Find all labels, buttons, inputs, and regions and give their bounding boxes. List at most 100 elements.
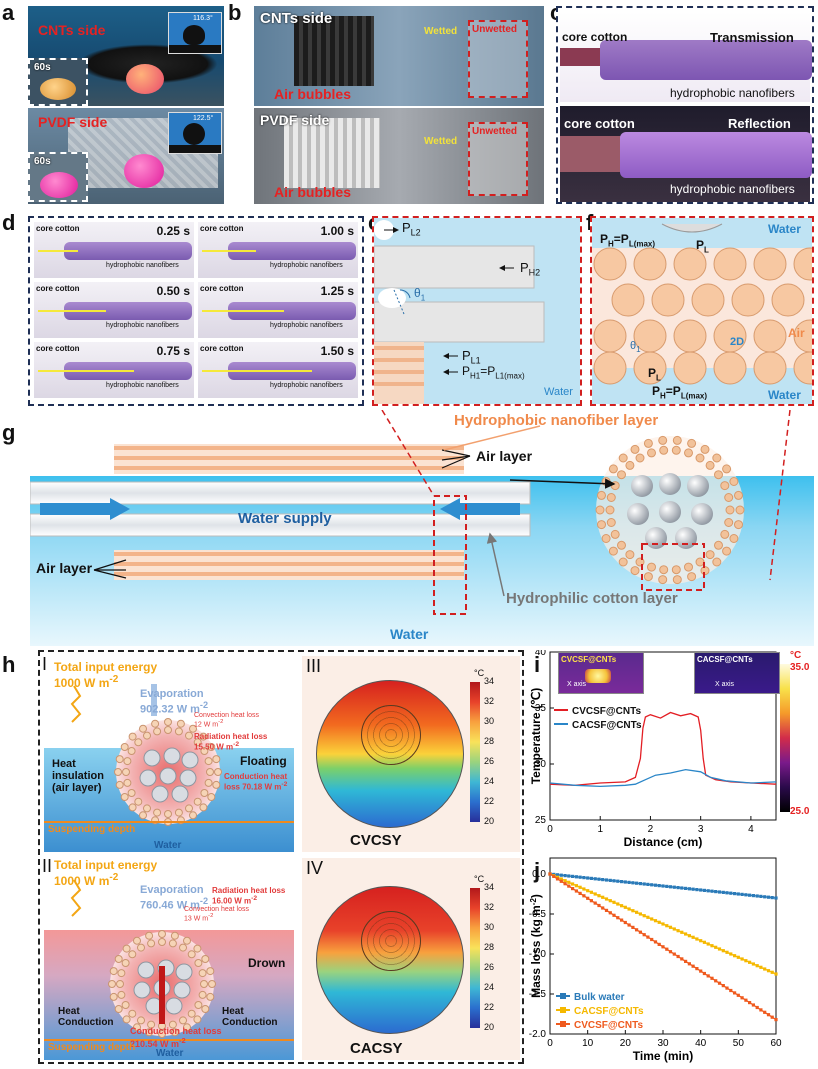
- data-point: [665, 924, 669, 928]
- data-point: [687, 887, 691, 891]
- data-point: [755, 894, 759, 898]
- h-nanofiber-dot: [193, 738, 202, 747]
- g-nanofiber-dot: [722, 546, 732, 556]
- colorbar-tick: 24: [484, 776, 495, 786]
- f-nanofiber-circle: [593, 319, 627, 353]
- d-nanofibers: hydrophobic nanofibers: [270, 262, 343, 269]
- legend-marker: [560, 1021, 566, 1027]
- data-point: [657, 942, 661, 946]
- data-point: [653, 883, 658, 887]
- data-point: [616, 916, 620, 920]
- legend-label: CACSF@CNTs: [572, 720, 642, 731]
- panel-j-label: j: [534, 858, 541, 883]
- data-point: [582, 876, 586, 880]
- data-point: [638, 912, 642, 916]
- g-nanofiber-dot: [617, 470, 626, 480]
- f-pl-bottom: PL: [648, 366, 661, 383]
- g-nanofiber-dot: [734, 520, 743, 530]
- g-nanofiber-dot: [729, 534, 739, 543]
- legend-label: CACSF@CNTs: [574, 1006, 644, 1017]
- data-point: [770, 896, 774, 900]
- y-tick-label: 35: [535, 703, 547, 714]
- data-point: [574, 875, 578, 879]
- data-point: [571, 882, 575, 886]
- data-point: [620, 918, 624, 922]
- h-nanofiber-dot: [183, 1023, 191, 1032]
- g-nanofiber-dot: [597, 490, 606, 500]
- h-I-schematic: [44, 684, 294, 852]
- b-air-bubbles-1: Air bubbles: [274, 86, 352, 102]
- f-pl-top: PL: [696, 238, 709, 255]
- b-unwetted-box-1: Unwetted: [468, 20, 528, 98]
- h-nanofiber-dot: [128, 1009, 137, 1018]
- d-time: 0.25 s: [156, 224, 190, 238]
- data-point: [578, 885, 582, 889]
- h-I-water: Water: [154, 840, 182, 851]
- inset-60s-a2: 60s: [28, 152, 88, 202]
- d-time: 1.50 s: [320, 344, 354, 358]
- h-nanofiber-dot: [200, 789, 209, 797]
- panel-b-pvdf-photo: PVDF side Air bubbles Wetted Unwetted: [254, 108, 544, 204]
- colorbar-tick: 20: [484, 816, 495, 826]
- data-point: [593, 877, 597, 881]
- h-III-unit: °C: [474, 668, 485, 678]
- h-nanofiber-dot: [185, 731, 193, 740]
- data-point: [751, 962, 755, 966]
- f-nanofiber-circle: [673, 351, 707, 385]
- data-point: [770, 970, 774, 974]
- data-point: [589, 890, 593, 894]
- data-point: [582, 894, 586, 898]
- plot-frame: [549, 651, 777, 821]
- data-point: [620, 904, 624, 908]
- c-transmission-photo: core cotton Transmission hydrophobic nan…: [560, 12, 812, 102]
- c-core-cotton-text-2: core cotton: [564, 116, 635, 131]
- x-tick-label: 2: [648, 824, 654, 835]
- d-wetting-arrow: [202, 250, 256, 252]
- h-nanofiber-dot: [145, 1028, 154, 1037]
- g-cotton-fiber: [645, 527, 667, 549]
- g-nanofiber-dot: [605, 505, 615, 515]
- h-nanofiber-dot: [153, 727, 162, 736]
- data-point: [672, 885, 676, 889]
- colorbar-tick: 32: [484, 696, 495, 706]
- data-point: [759, 894, 763, 898]
- f-nanofiber-circle: [753, 319, 787, 353]
- d-core-cotton: core cotton: [200, 344, 244, 353]
- b-unwetted-1: Unwetted: [472, 24, 517, 35]
- data-point: [623, 920, 627, 925]
- data-point: [680, 930, 684, 934]
- h-nanofiber-dot: [176, 719, 185, 728]
- panel-g-label: g: [2, 420, 16, 445]
- data-point: [638, 930, 642, 934]
- h-nanofiber-dot: [193, 1015, 202, 1024]
- g-cotton-fiber: [659, 501, 681, 523]
- f-nanofiber-circle: [651, 283, 685, 317]
- panel-g: Hydrophobic nanofiber layer Air layer Wa…: [30, 410, 814, 646]
- data-point: [567, 880, 571, 884]
- panel-a-label: a: [2, 0, 15, 25]
- data-point: [736, 892, 740, 896]
- g-nanofiber-dot: [700, 444, 710, 454]
- panel-f-label: f: [586, 210, 593, 236]
- y-tick-label: 25: [535, 815, 547, 826]
- g-hydrophobic-layer: Hydrophobic nanofiber layer: [454, 412, 659, 429]
- g-nanofiber-dot: [724, 518, 734, 527]
- h-nanofiber-dot: [153, 808, 162, 817]
- data-point: [684, 886, 688, 890]
- data-point: [604, 908, 609, 912]
- x-axis-label: Distance (cm): [624, 835, 703, 849]
- f-ph-bottom: PH=PL(max): [652, 384, 708, 401]
- cnts-side-label: CNTs side: [38, 22, 106, 38]
- h-cotton-fiber: [159, 767, 177, 785]
- h-nanofiber-dot: [187, 1009, 196, 1018]
- f-nanofiber-circle: [633, 247, 667, 281]
- i-inset-1: CVCSF@CNTs X axis: [558, 652, 644, 694]
- data-point: [710, 889, 714, 893]
- colorbar-tick: 28: [484, 942, 495, 952]
- data-point: [601, 878, 605, 882]
